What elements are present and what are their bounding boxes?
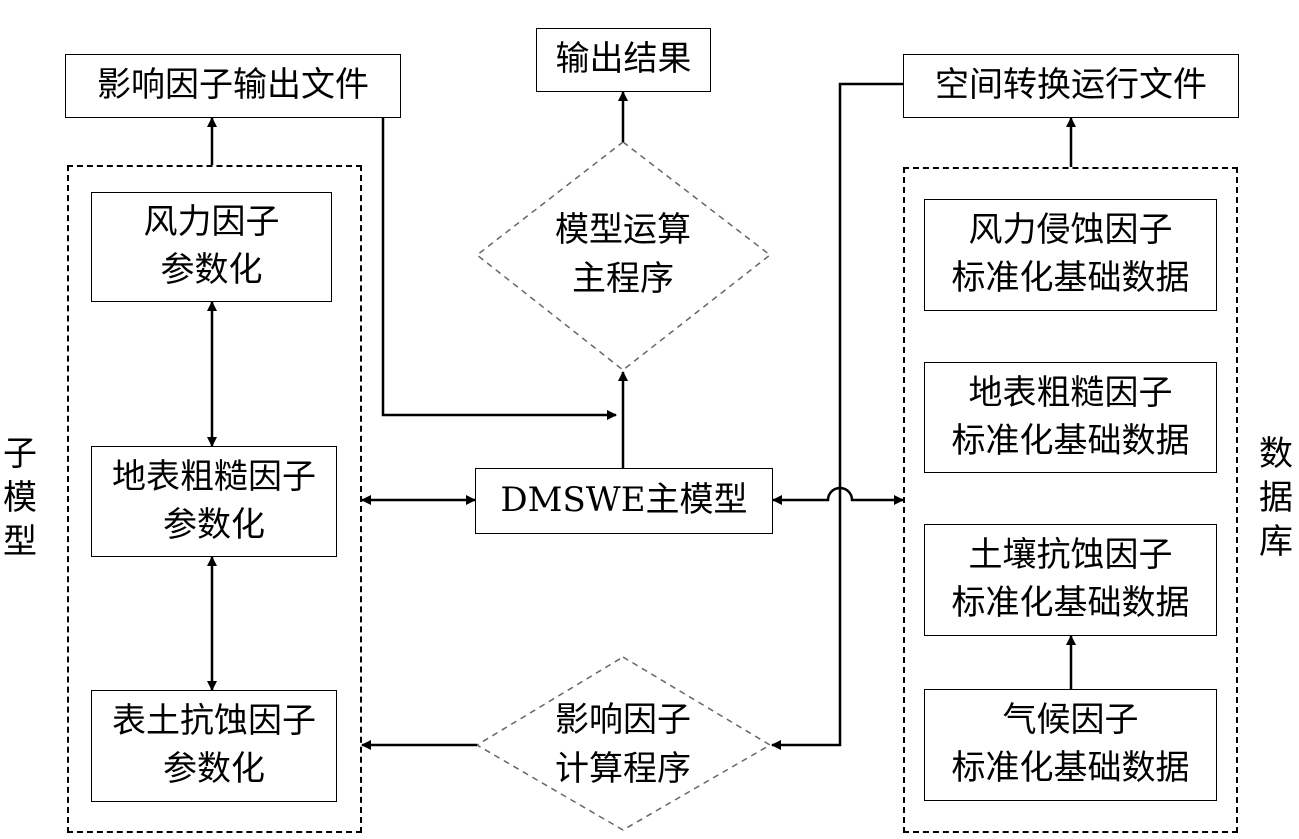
soil-erosion-data-box: 土壤抗蚀因子 标准化基础数据 — [924, 524, 1217, 636]
factor-calc-label: 影响因子 计算程序 — [555, 699, 691, 789]
impact-output-file-box: 影响因子输出文件 — [65, 54, 401, 118]
surface-roughness-data-box: 地表粗糙因子 标准化基础数据 — [924, 362, 1217, 473]
wind-erosion-data-box: 风力侵蚀因子 标准化基础数据 — [924, 199, 1217, 311]
factor-calc-diamond — [475, 656, 772, 831]
wind-factor-box: 风力因子 参数化 — [91, 192, 332, 302]
soil-factor-box: 表土抗蚀因子 参数化 — [91, 690, 337, 802]
main-program-diamond — [475, 141, 772, 371]
submodel-group-label: 子 模 型 — [3, 434, 37, 563]
output-result-box: 输出结果 — [536, 28, 711, 92]
spatial-transform-file-label: 空间转换运行文件 — [935, 65, 1207, 106]
main-model-box: DMSWE主模型 — [475, 468, 773, 534]
roughness-factor-box: 地表粗糙因子 参数化 — [91, 446, 337, 557]
output-result-label: 输出结果 — [555, 39, 692, 80]
main-model-label: DMSWE主模型 — [500, 480, 748, 521]
database-group — [903, 167, 1238, 833]
main-program-label: 模型运算 主程序 — [555, 209, 691, 299]
spatial-transform-file-box: 空间转换运行文件 — [903, 54, 1239, 118]
submodel-group — [67, 165, 362, 833]
arrow-spatial-file-to-factor-calc — [771, 82, 903, 750]
climate-data-box: 气候因子 标准化基础数据 — [924, 689, 1217, 801]
arrow-model-database-bidirectional — [772, 486, 904, 505]
arrow-impact-file-to-program — [381, 118, 617, 420]
impact-output-file-label: 影响因子输出文件 — [97, 65, 369, 106]
database-group-label: 数 据 库 — [1259, 434, 1293, 563]
